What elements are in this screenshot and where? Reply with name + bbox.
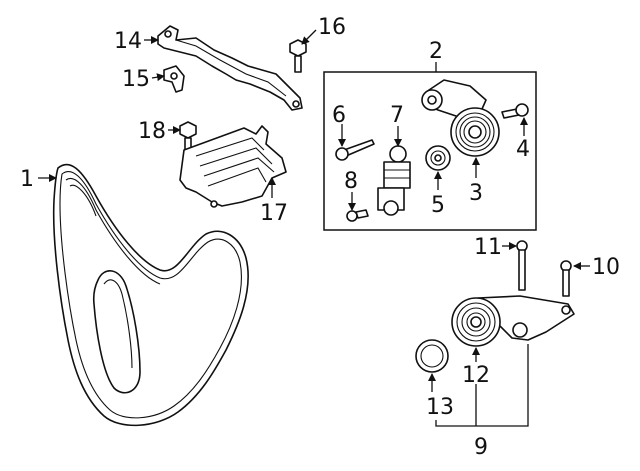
heat-shield <box>179 125 287 208</box>
callouts: 1 2 3 4 5 6 7 8 9 10 11 12 13 14 15 16 1… <box>20 15 620 460</box>
callout-8: 8 <box>344 169 358 194</box>
bolt-4 <box>501 103 529 119</box>
leader-lines <box>38 29 590 427</box>
idler-assembly <box>451 295 575 347</box>
drive-belt <box>52 163 249 427</box>
callout-16: 16 <box>318 15 346 40</box>
bolt-6 <box>335 139 375 161</box>
tensioner-assembly <box>421 79 500 157</box>
callout-12: 12 <box>462 363 490 388</box>
mounting-bracket <box>157 25 303 111</box>
pulley-5 <box>425 145 451 171</box>
callout-7: 7 <box>390 103 404 128</box>
callout-3: 3 <box>469 181 483 206</box>
clip <box>163 65 185 93</box>
callout-1: 1 <box>20 167 34 192</box>
callout-17: 17 <box>260 201 288 226</box>
bolt-11 <box>516 240 528 291</box>
callout-15: 15 <box>122 67 150 92</box>
callout-11: 11 <box>474 235 502 260</box>
callout-4: 4 <box>516 137 530 162</box>
bolt-10 <box>560 260 572 297</box>
pulley-cover <box>415 339 449 373</box>
callout-14: 14 <box>114 29 142 54</box>
assembly-box <box>323 71 537 231</box>
callout-6: 6 <box>332 103 346 128</box>
bolt-8 <box>346 209 369 222</box>
callout-10: 10 <box>592 255 620 280</box>
callout-13: 13 <box>426 395 454 420</box>
damper <box>377 145 411 216</box>
callout-2: 2 <box>429 39 443 64</box>
bolt-16 <box>289 39 307 73</box>
callout-5: 5 <box>431 193 445 218</box>
callout-9: 9 <box>474 435 488 460</box>
callout-18: 18 <box>138 119 166 144</box>
